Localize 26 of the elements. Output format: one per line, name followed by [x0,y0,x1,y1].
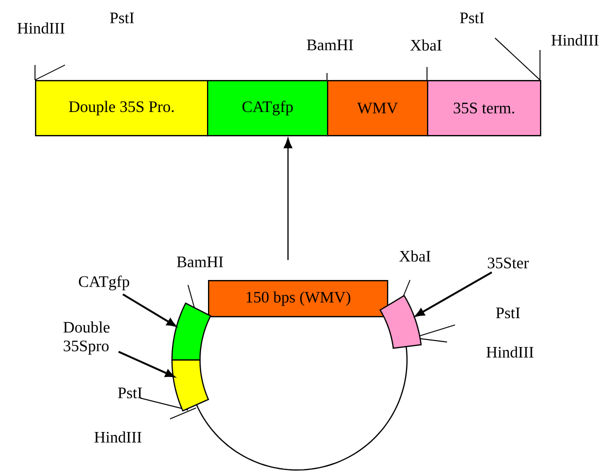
enzyme-site-label: PstI [496,308,520,318]
plasmid-segment [379,294,422,349]
enzyme-site-label: BamHI [306,40,353,50]
gene-label: Double 35Spro [63,321,110,355]
enzyme-site-label: HindIII [486,346,534,358]
arrow [122,294,176,327]
gene-box: WMV [327,80,428,136]
arrow [118,350,174,378]
arrow [415,271,492,317]
arrow [284,138,292,260]
gene-box: 35S term. [427,80,542,136]
enzyme-site-label: PstI [110,12,134,24]
plasmid-segment [171,359,210,412]
gene-label: 35Ster [488,258,529,268]
enzyme-site-label: XbaI [410,39,442,51]
enzyme-site-label: BamHI [176,256,223,268]
gene-box: CATgfp [207,80,328,136]
gene-box: 150 bps (WMV) [208,280,388,318]
enzyme-site-label: HindIII [94,431,142,443]
gene-label: CATgfp [78,276,130,290]
enzyme-site-label: PstI [460,12,484,24]
enzyme-site-label: XbaI [399,250,430,262]
gene-box: Douple 35S Pro. [35,80,208,136]
enzyme-site-label: HindIII [17,22,64,34]
enzyme-site-label: HindIII [551,34,598,46]
enzyme-site-label: PstI [118,388,142,398]
